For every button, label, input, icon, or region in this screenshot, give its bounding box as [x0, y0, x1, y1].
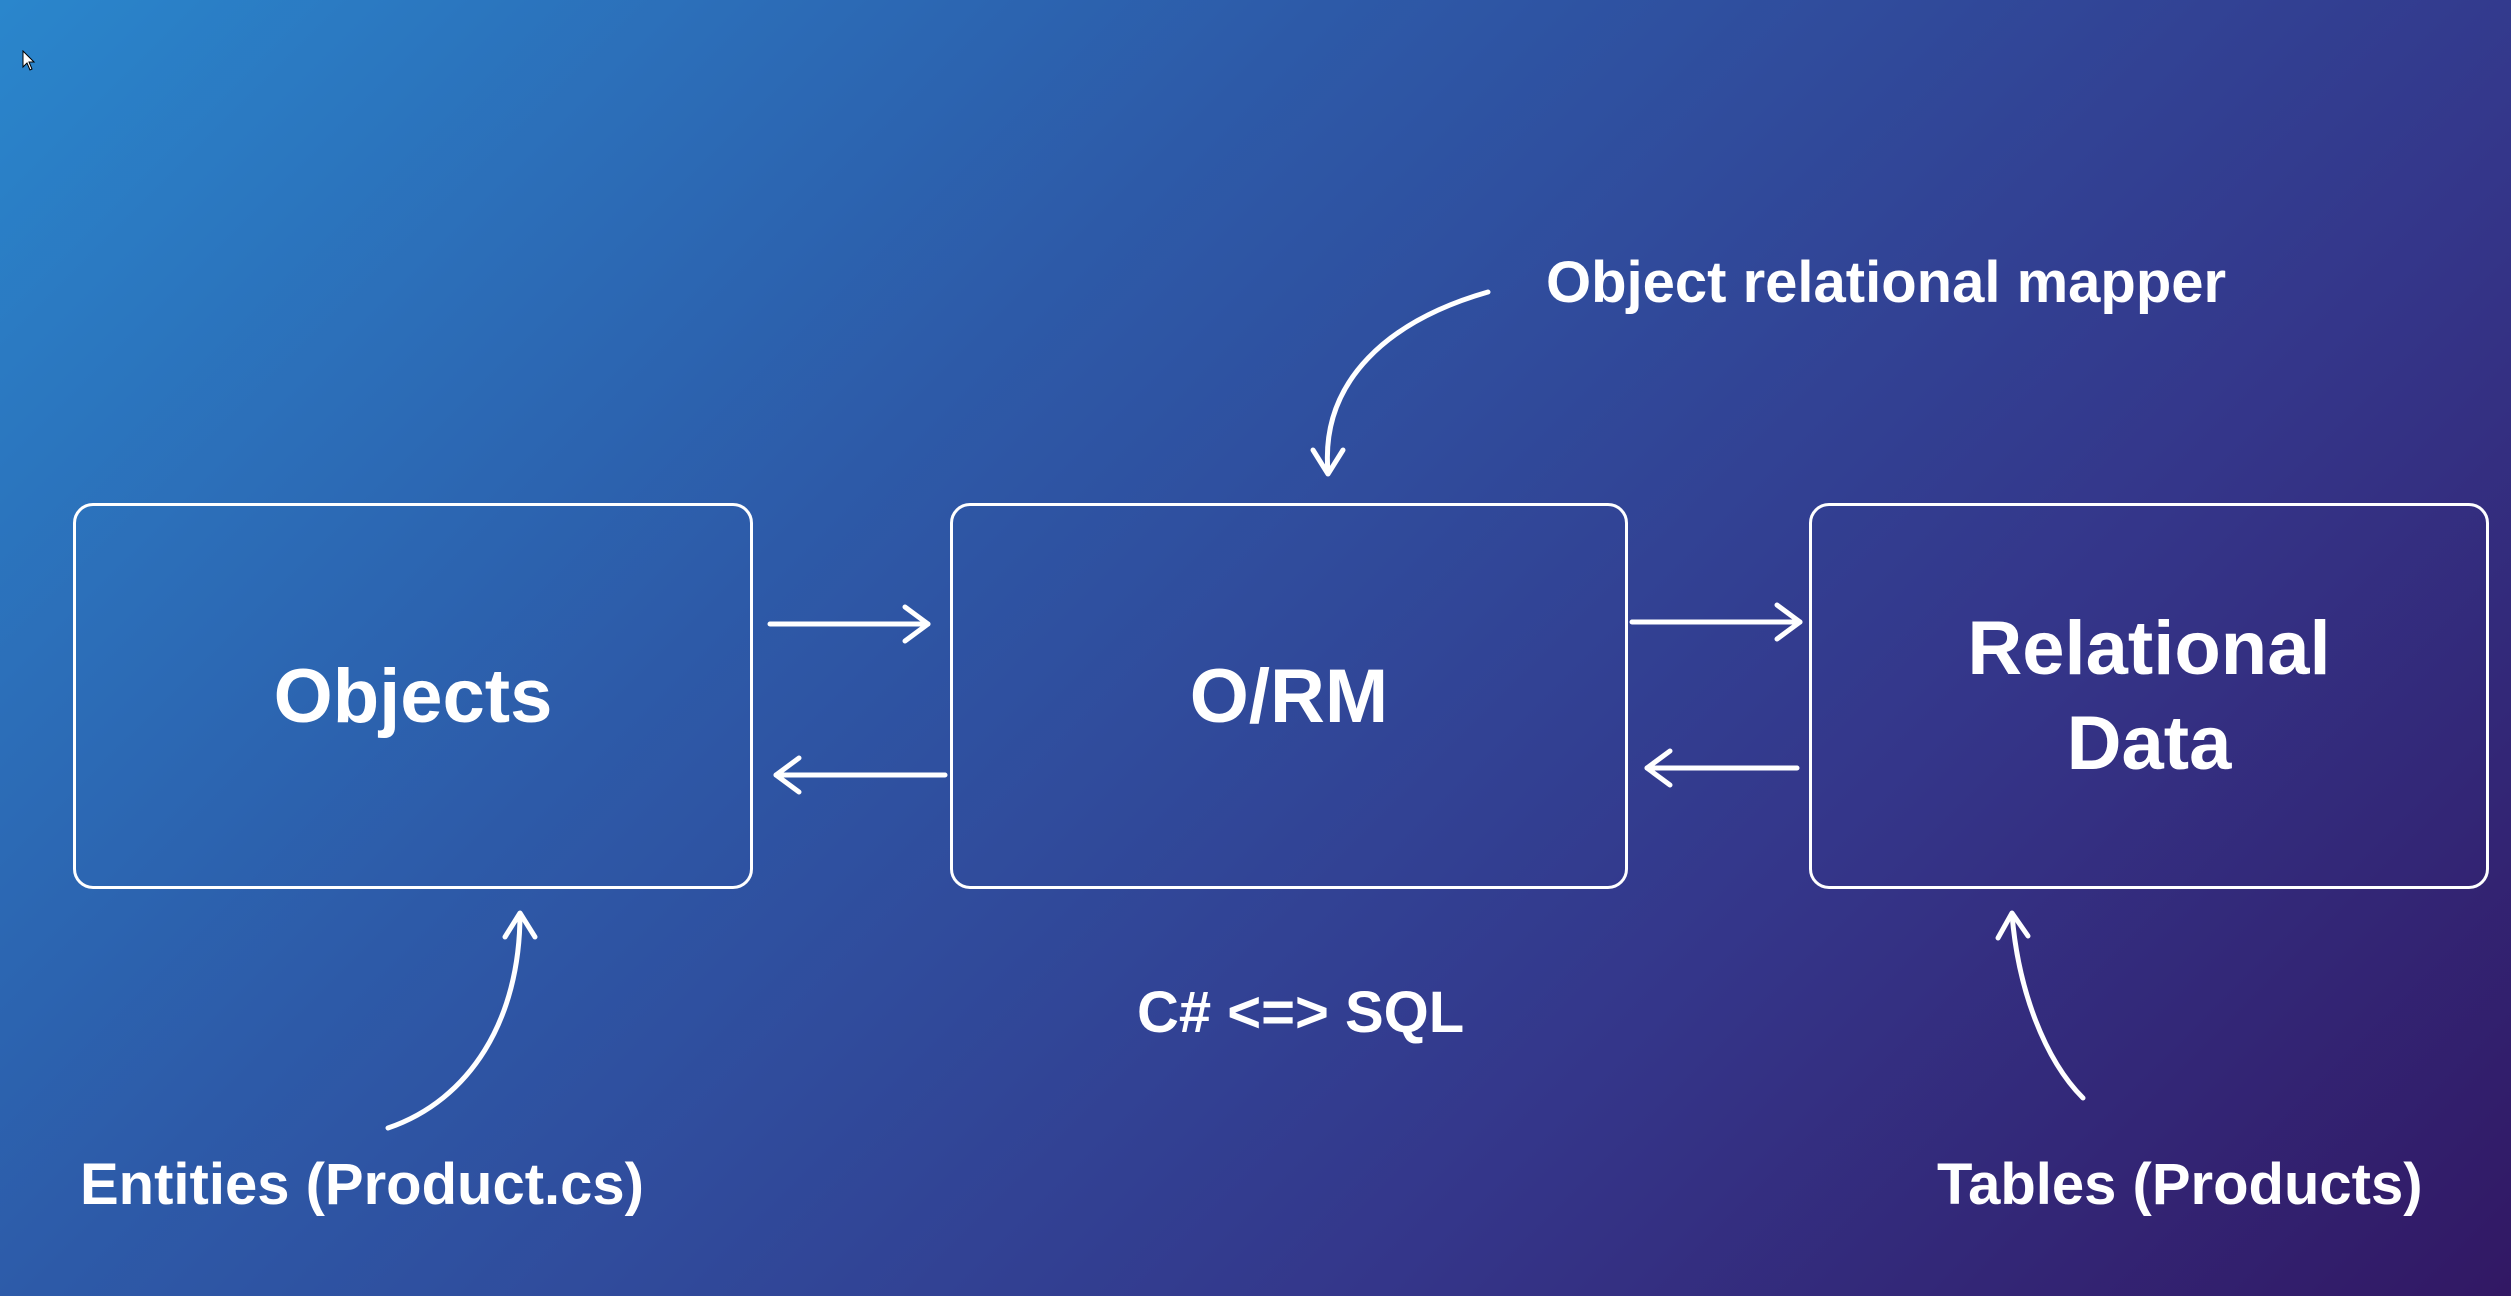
arrow-orm-to-objects — [773, 755, 948, 795]
objects-box: Objects — [73, 503, 753, 889]
csharp-sql-caption: C# <=> SQL — [1137, 980, 1465, 1045]
orm-box: O/RM — [950, 503, 1628, 889]
arrow-mapper-to-orm — [1310, 289, 1491, 477]
relational-label-line2: Data — [2066, 701, 2232, 786]
relational-label-line1: Relational — [1967, 606, 2331, 691]
arrow-objects-to-orm — [767, 604, 931, 644]
arrow-tables-to-relational — [1995, 910, 2086, 1101]
tables-caption: Tables (Products) — [1937, 1152, 2423, 1217]
objects-label: Objects — [273, 653, 553, 739]
arrow-relational-to-orm — [1644, 748, 1800, 788]
mouse-pointer-icon — [22, 50, 36, 71]
arrow-orm-to-relational — [1629, 602, 1803, 642]
relational-data-label: Relational Data — [1967, 601, 2330, 791]
orm-label: O/RM — [1189, 653, 1389, 739]
object-relational-mapper-caption: Object relational mapper — [1546, 250, 2227, 315]
relational-data-box: Relational Data — [1809, 503, 2489, 889]
entities-caption: Entities (Product.cs) — [80, 1152, 644, 1217]
arrow-entities-to-objects — [385, 910, 538, 1131]
